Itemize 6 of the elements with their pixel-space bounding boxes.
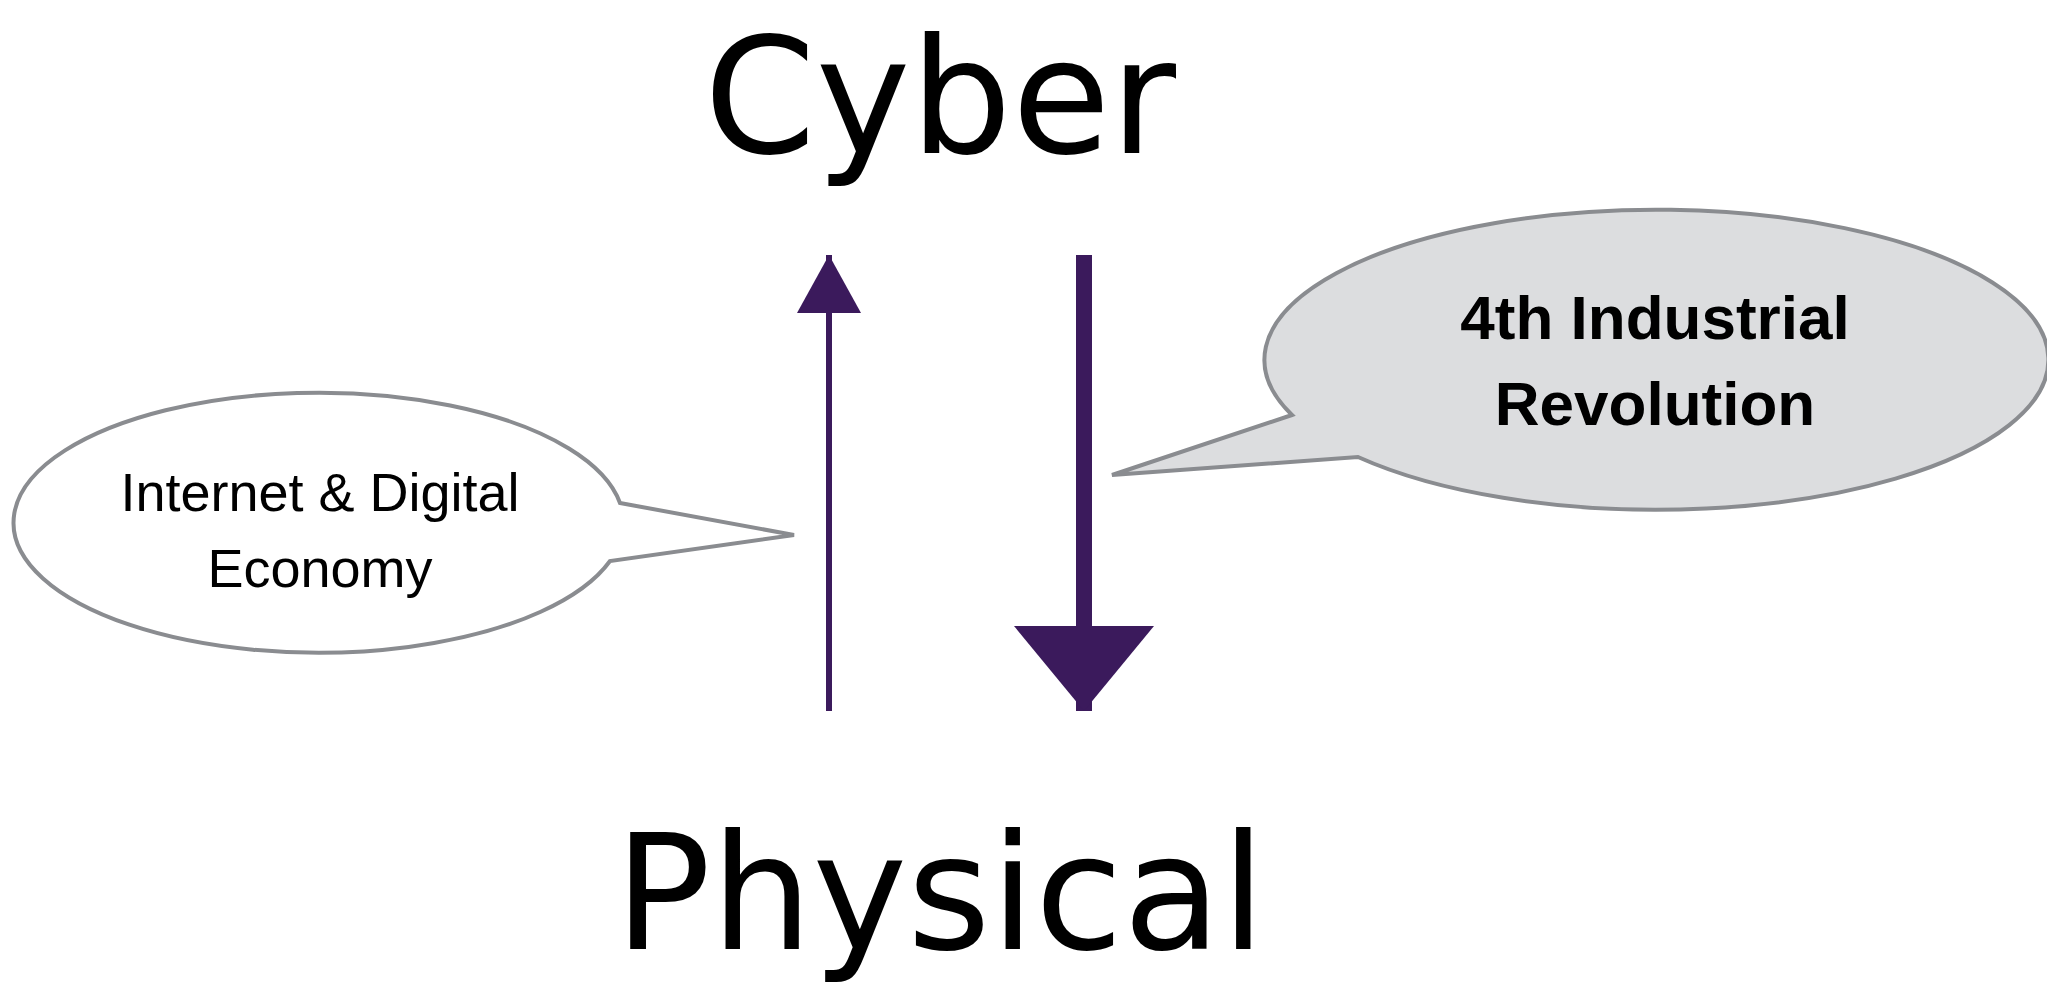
heading-text: Cyber: [703, 3, 1177, 193]
arrow: [1014, 255, 1154, 711]
heading-text: Physical: [614, 798, 1266, 989]
callout-text: 4th Industrial Revolution: [1459, 282, 1851, 440]
callout-text: Internet & Digital Economy: [119, 461, 521, 600]
arrow: [797, 255, 861, 711]
